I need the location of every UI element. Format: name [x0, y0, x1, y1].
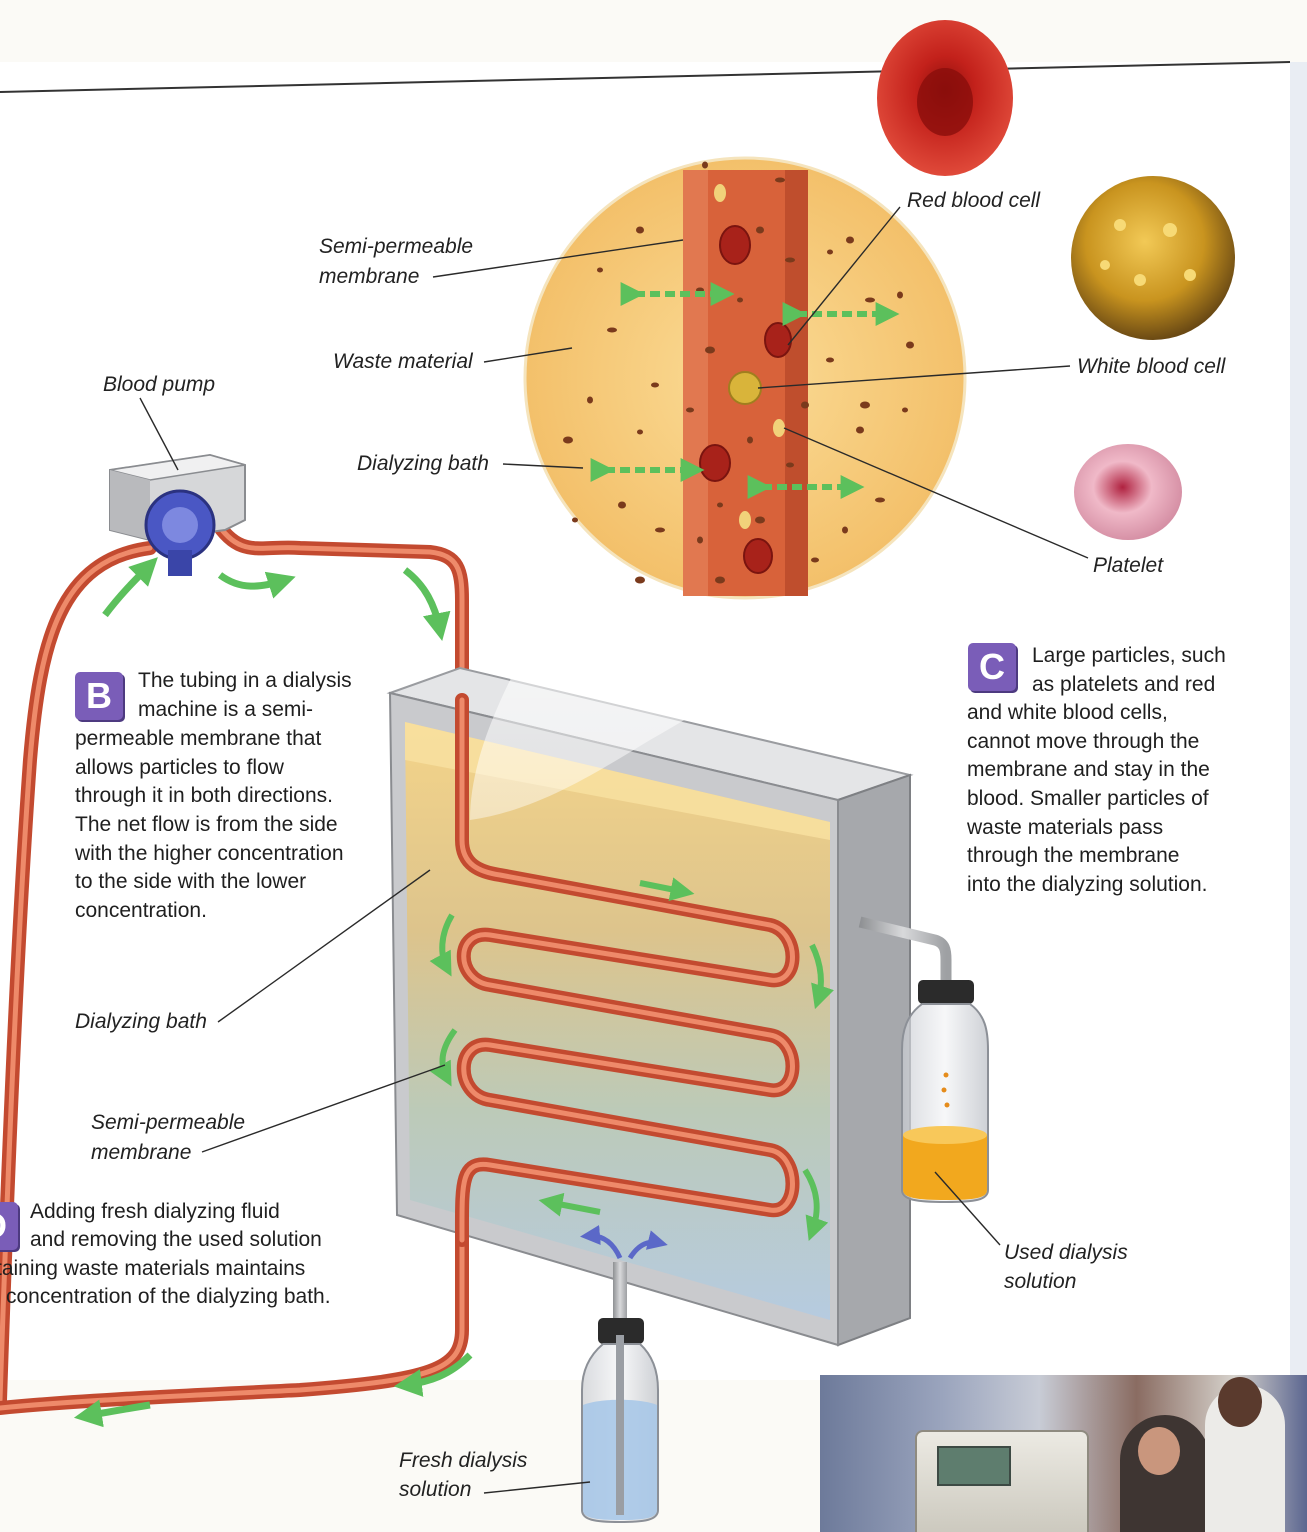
box-c-line: membrane and stay in the: [967, 756, 1210, 785]
waste-particle: [597, 268, 603, 273]
box-c-line: into the dialyzing solution.: [967, 871, 1208, 900]
waste-particle: [636, 227, 644, 234]
waste-particle: [607, 328, 617, 333]
box-b-line: through it in both directions.: [75, 782, 333, 811]
box-b-line: machine is a semi-: [138, 696, 313, 725]
label-blood-pump: Blood pump: [103, 370, 215, 399]
waste-particle: [587, 397, 593, 404]
box-b-line: concentration.: [75, 897, 207, 926]
waste-particle: [875, 498, 885, 503]
waste-particle: [826, 358, 834, 363]
label-white-blood-cell: White blood cell: [1077, 352, 1225, 381]
box-b-line: The tubing in a dialysis: [138, 667, 352, 696]
label-used-dialysis-line2: solution: [1004, 1267, 1076, 1296]
waste-particle: [563, 437, 573, 444]
box-b-line: allows particles to flow: [75, 754, 284, 783]
waste-particle: [902, 408, 908, 413]
box-b-letter: B: [75, 672, 123, 720]
box-c-line: through the membrane: [967, 842, 1179, 871]
label-dialyzing-bath-top: Dialyzing bath: [357, 449, 489, 478]
box-d-line: Adding fresh dialyzing fluid: [30, 1198, 280, 1227]
waste-particle: [747, 437, 753, 444]
waste-particle: [651, 383, 659, 388]
dialysis-machine-photo: [915, 1430, 1089, 1532]
label-red-blood-cell: Red blood cell: [907, 186, 1040, 215]
hospital-dialysis-photo: [820, 1375, 1307, 1532]
box-d-line: taining waste materials maintains: [0, 1255, 305, 1284]
box-b-line: The net flow is from the side: [75, 811, 338, 840]
waste-particle: [637, 430, 643, 435]
waste-particle: [897, 292, 903, 299]
label-semi-permeable-left-line2: membrane: [91, 1138, 191, 1167]
box-d-line: and removing the used solution: [30, 1226, 322, 1255]
label-platelet: Platelet: [1093, 551, 1163, 580]
waste-particle: [811, 558, 819, 563]
label-semi-permeable-left-line1: Semi-permeable: [91, 1108, 245, 1137]
waste-particle: [786, 463, 794, 468]
waste-particle: [697, 537, 703, 544]
waste-particle: [785, 258, 795, 263]
waste-particle: [618, 502, 626, 509]
box-c-line: and white blood cells,: [967, 699, 1168, 728]
waste-particle: [686, 408, 694, 413]
waste-particle: [865, 298, 875, 303]
patient-head: [1138, 1427, 1180, 1475]
waste-particle: [801, 402, 809, 409]
box-d-letter: D: [0, 1202, 18, 1250]
waste-particle: [842, 527, 848, 534]
waste-particle: [655, 528, 665, 533]
waste-particle: [775, 178, 785, 183]
box-c-letter: C: [968, 643, 1016, 691]
waste-particle: [715, 577, 725, 584]
label-waste-material: Waste material: [333, 347, 473, 376]
waste-particle: [906, 342, 914, 349]
waste-particle: [860, 402, 870, 409]
label-used-dialysis-line1: Used dialysis: [1004, 1238, 1128, 1267]
waste-particle: [827, 250, 833, 255]
box-b-line: to the side with the lower: [75, 868, 306, 897]
waste-particle: [737, 298, 743, 303]
label-fresh-dialysis-line1: Fresh dialysis: [399, 1446, 527, 1475]
box-b-line: permeable membrane that: [75, 725, 321, 754]
waste-particle: [756, 227, 764, 234]
box-c-line: Large particles, such: [1032, 642, 1226, 671]
box-c-line: waste materials pass: [967, 814, 1163, 843]
label-semi-permeable-top-line1: Semi-permeable: [319, 232, 473, 261]
waste-particle: [705, 347, 715, 354]
waste-particle: [846, 237, 854, 244]
waste-particle: [717, 503, 723, 508]
right-margin: [1290, 62, 1307, 1380]
waste-particle: [755, 517, 765, 524]
label-dialyzing-bath-left: Dialyzing bath: [75, 1007, 207, 1036]
box-c-line: as platelets and red: [1032, 671, 1215, 700]
nurse-head: [1218, 1377, 1262, 1427]
waste-particle: [635, 577, 645, 584]
box-c-line: blood. Smaller particles of: [967, 785, 1209, 814]
red-blood-cell-image: [877, 20, 1013, 176]
waste-particle: [572, 518, 578, 523]
machine-screen: [937, 1446, 1011, 1486]
label-semi-permeable-top-line2: membrane: [319, 262, 419, 291]
box-c-line: cannot move through the: [967, 728, 1199, 757]
white-blood-cell-image: [1071, 176, 1235, 340]
platelet-image: [1074, 444, 1182, 540]
label-fresh-dialysis-line2: solution: [399, 1475, 471, 1504]
box-b-line: with the higher concentration: [75, 840, 344, 869]
waste-particle: [702, 162, 708, 169]
waste-particle: [856, 427, 864, 434]
box-d-line: concentration of the dialyzing bath.: [6, 1283, 331, 1312]
